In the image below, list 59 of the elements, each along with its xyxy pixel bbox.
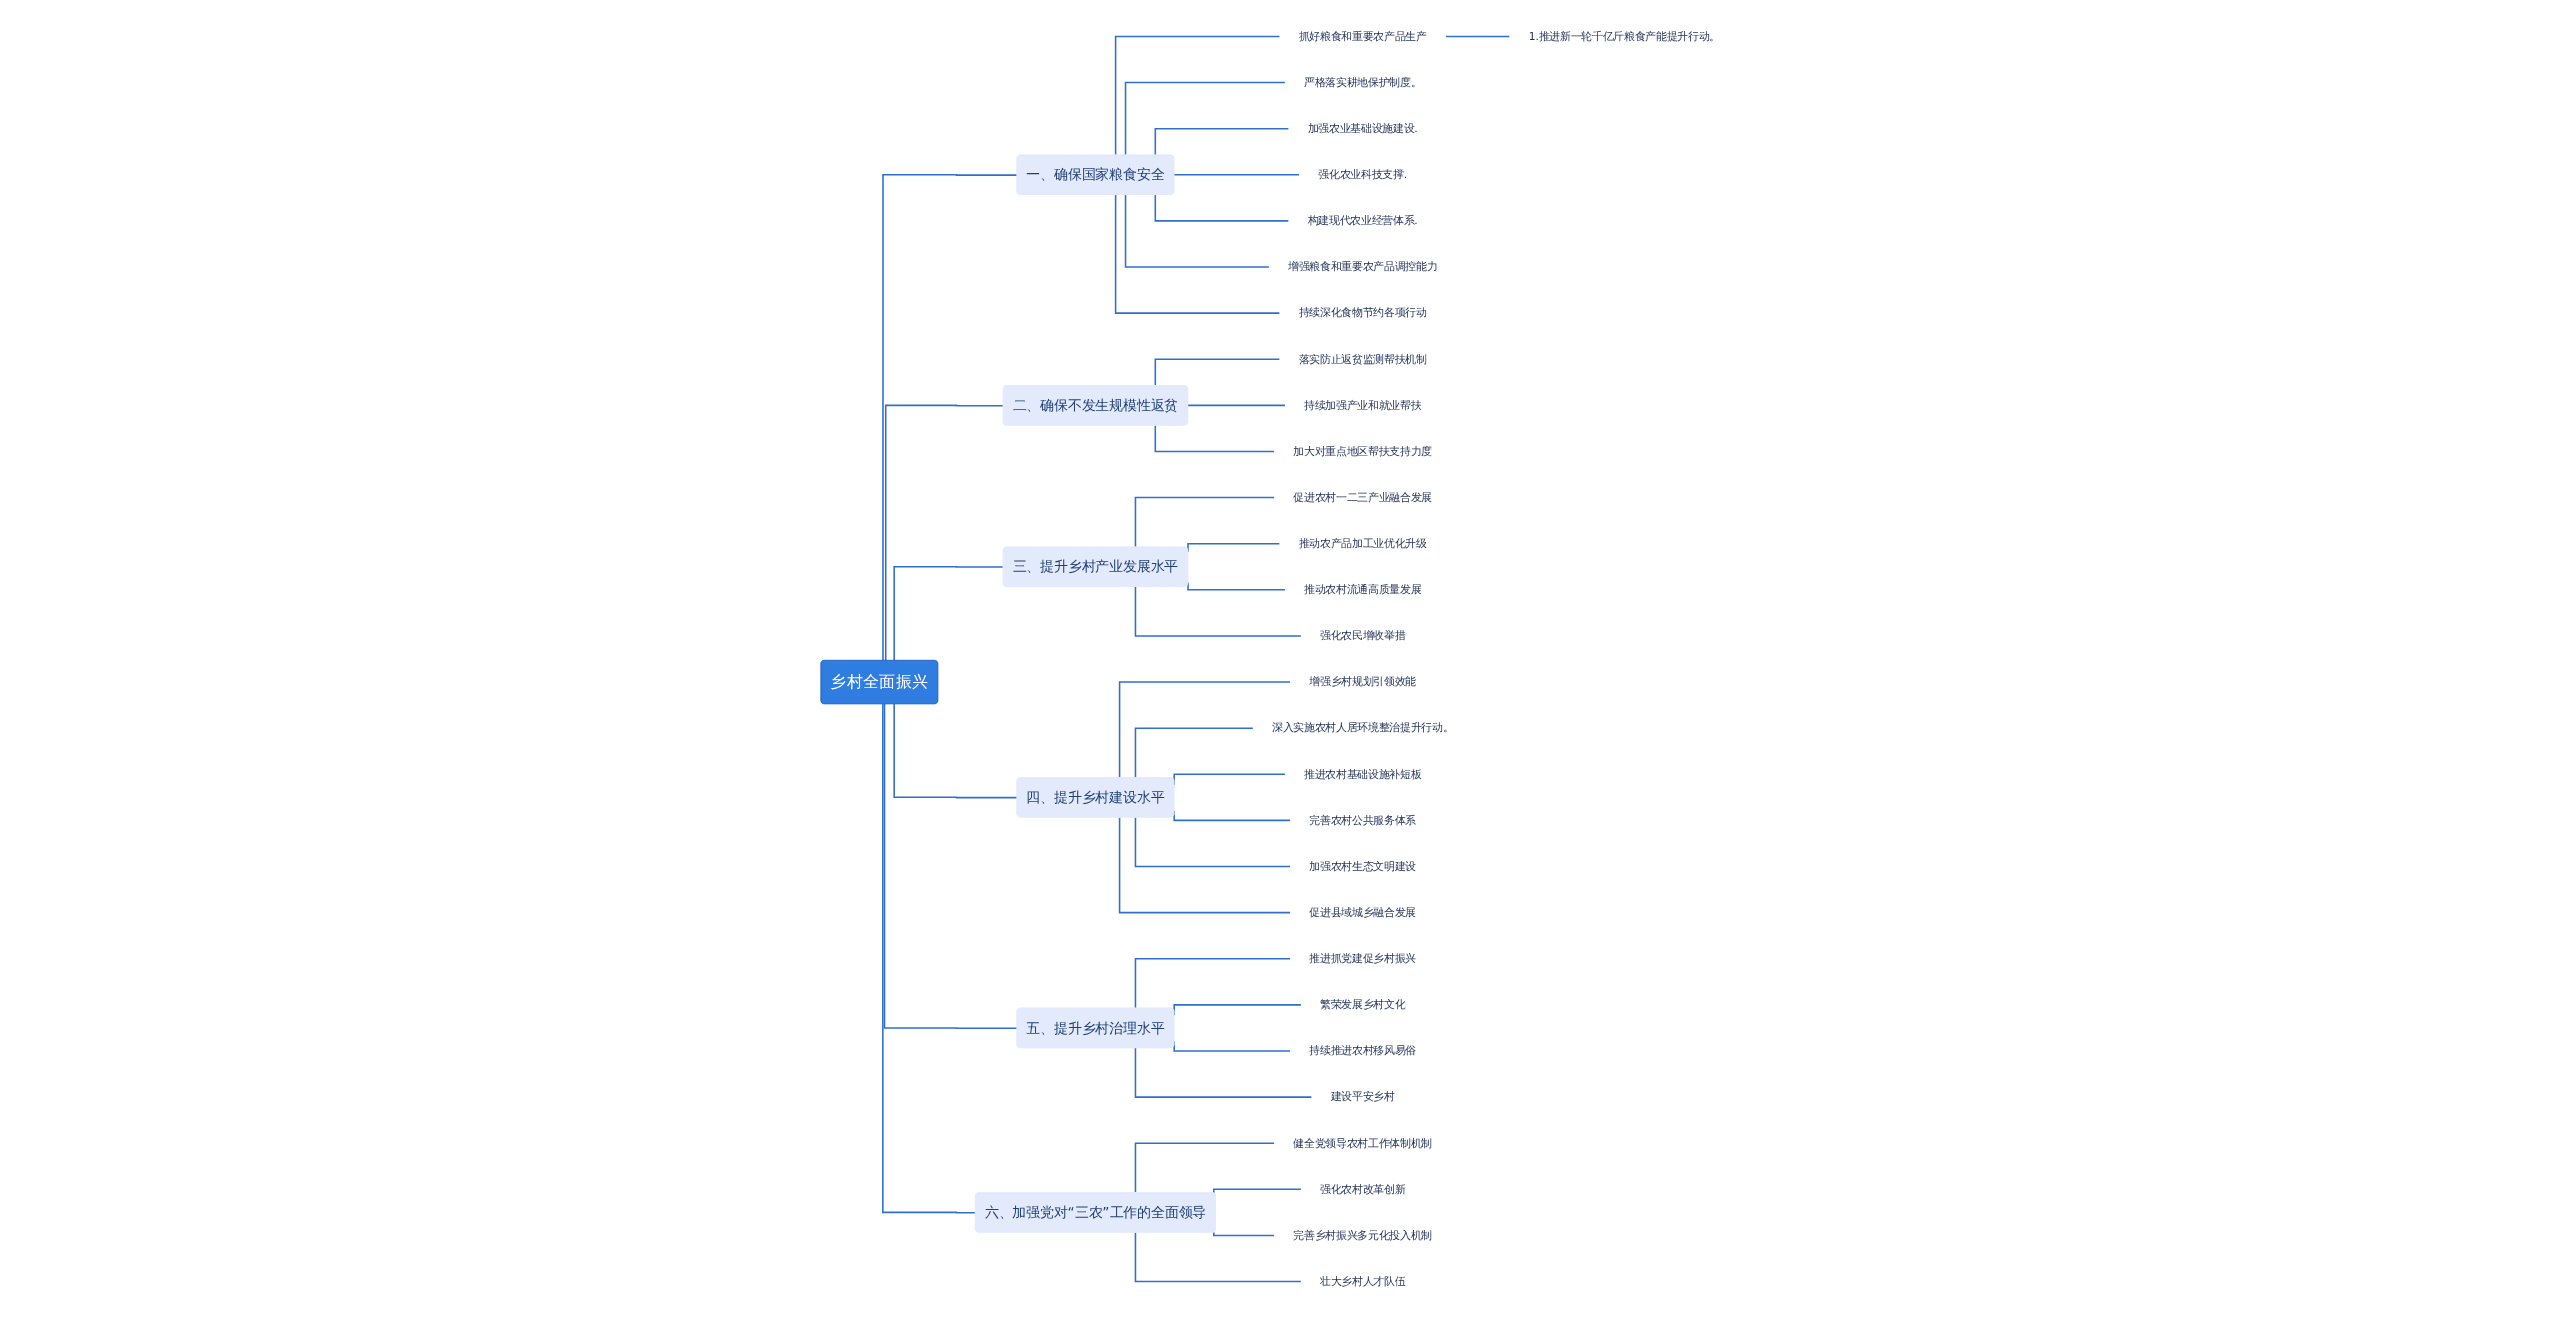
node-text: 增强乡村规划引领效能: [1309, 675, 1417, 688]
node-text: 促进农村一二三产业融合发展: [1293, 490, 1433, 504]
node-text: 1.推进新一轮千亿斤粮食产能提升行动。: [1528, 29, 1721, 43]
connector: [1134, 1231, 1302, 1283]
connector: [1124, 81, 1286, 157]
connector: [1118, 681, 1292, 779]
connector: [893, 565, 1005, 662]
node-text: 深入实施农村人居环境整治提升行动。: [1272, 721, 1454, 734]
node-text: 持续推进农村移风易俗: [1309, 1044, 1417, 1057]
node-text: 健全党领导农村工作体制机制: [1293, 1136, 1433, 1150]
node-text: 持续深化食物节约各项行动: [1298, 306, 1427, 319]
connector: [1154, 424, 1276, 453]
connector: [1154, 358, 1281, 387]
connector: [1154, 194, 1290, 222]
connector: [883, 703, 1019, 1029]
node-text: 抓好粮食和重要农产品生产: [1298, 29, 1427, 43]
connector: [1134, 496, 1276, 549]
node-text: 强化农村改革创新: [1320, 1182, 1406, 1196]
connector: [1124, 194, 1270, 268]
connector: [893, 703, 1019, 799]
connector: [1444, 35, 1511, 38]
node-text: 推动农产品加工业优化升级: [1298, 536, 1427, 550]
connector: [882, 703, 977, 1214]
node-text: 构建现代农业经营体系.: [1307, 214, 1418, 227]
connector: [1212, 1188, 1302, 1194]
connector: [884, 404, 1005, 662]
node-text: 推进农村基础设施补短板: [1304, 767, 1422, 781]
node-text: 加强农村生态文明建设: [1309, 859, 1417, 873]
node-text: 落实防止返贫监测帮扶机制: [1298, 352, 1427, 366]
connector: [1187, 404, 1286, 407]
connector: [1173, 174, 1301, 176]
connector: [1134, 727, 1254, 779]
node-text: 推进抓党建促乡村振兴: [1309, 952, 1417, 965]
node-text: 完善乡村振兴多元化投入机制: [1293, 1228, 1433, 1242]
node-text: 建设平安乡村: [1330, 1090, 1395, 1103]
node-text: 促进县域城乡融合发展: [1309, 905, 1417, 919]
connector: [1154, 127, 1290, 157]
connector: [1134, 1142, 1276, 1194]
connector: [1187, 581, 1286, 591]
node-text: 持续加强产业和就业帮扶: [1304, 398, 1422, 412]
connector: [1114, 194, 1281, 314]
node-text: 推动农村流通高质量发展: [1304, 583, 1422, 596]
node-text: 增强粮食和重要农产品调控能力: [1288, 260, 1438, 273]
node-text: 繁荣发展乡村文化: [1320, 998, 1406, 1011]
node-text: 严格落实耕地保护制度。: [1304, 75, 1422, 89]
node-text: 加大对重点地区帮扶支持力度: [1293, 444, 1433, 458]
node-text: 完善农村公共服务体系: [1309, 813, 1417, 827]
connector: [1134, 586, 1302, 637]
node-text: 加强农业基础设施建设.: [1307, 121, 1418, 135]
connector: [1118, 816, 1292, 914]
connector: [1134, 816, 1292, 868]
node-text: 强化农业科技支撑.: [1318, 168, 1408, 181]
connector: [1134, 957, 1292, 1010]
node-text: 强化农民增收举措: [1320, 629, 1406, 642]
node-text: 壮大乡村人才队伍: [1320, 1274, 1406, 1288]
connector: [1114, 35, 1281, 157]
connector: [1134, 1047, 1313, 1098]
connector: [1212, 1231, 1276, 1237]
connector: [882, 174, 1019, 662]
